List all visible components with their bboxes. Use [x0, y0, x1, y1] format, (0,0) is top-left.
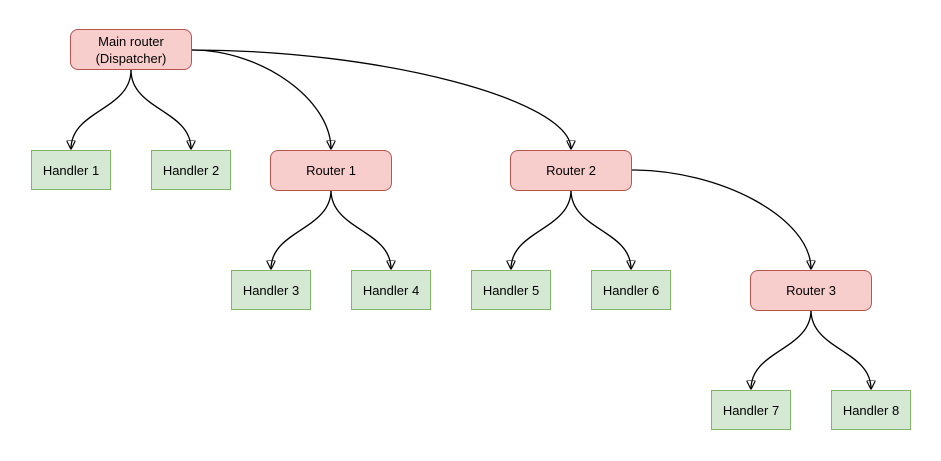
node-handler-3: Handler 3 [231, 270, 311, 310]
edge-main-router-to-handler-2 [130, 69, 191, 149]
node-handler-7: Handler 7 [711, 390, 791, 430]
node-router-2: Router 2 [510, 150, 632, 191]
edge-main-router-to-handler-1 [71, 69, 132, 149]
edge-main-router-to-router-1 [191, 49, 331, 149]
node-main-router: Main router (Dispatcher) [70, 29, 192, 70]
edge-router-2-to-handler-5 [511, 189, 572, 269]
node-handler-6: Handler 6 [591, 270, 671, 310]
node-router-3: Router 3 [750, 270, 872, 311]
node-handler-1: Handler 1 [31, 150, 111, 190]
edge-router-3-to-handler-7 [751, 309, 812, 389]
edge-router-1-to-handler-4 [330, 189, 391, 269]
edge-router-2-to-handler-6 [570, 189, 631, 269]
edge-main-router-to-router-2 [191, 49, 571, 149]
edge-router-1-to-handler-3 [271, 189, 332, 269]
node-handler-5: Handler 5 [471, 270, 551, 310]
node-handler-8: Handler 8 [831, 390, 911, 430]
edge-router-3-to-handler-8 [810, 309, 871, 389]
node-handler-2: Handler 2 [151, 150, 231, 190]
edge-router-2-to-router-3 [631, 169, 811, 269]
node-handler-4: Handler 4 [351, 270, 431, 310]
node-router-1: Router 1 [270, 150, 392, 191]
